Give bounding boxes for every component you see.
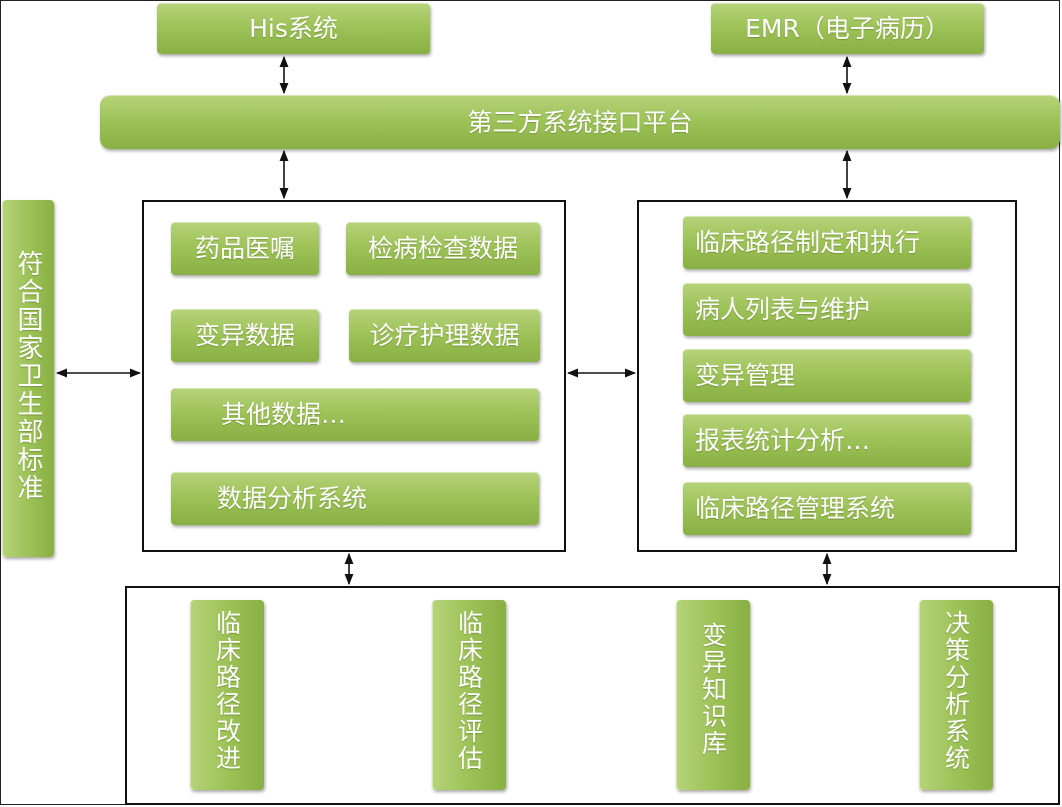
module-label: 临床路径改进 bbox=[212, 610, 242, 772]
pathway-item-label: 报表统计分析… bbox=[695, 426, 871, 455]
pathway-item-label: 病人列表与维护 bbox=[695, 295, 871, 324]
module-pathway-evaluation: 临床路径评估 bbox=[432, 600, 506, 790]
module-label: 变异知识库 bbox=[698, 622, 728, 757]
pathway-item-label: 临床路径制定和执行 bbox=[695, 228, 921, 257]
emr-system-label: EMR（电子病历） bbox=[745, 14, 950, 43]
bottom-modules-box bbox=[125, 586, 1060, 805]
pathway-item-report-stats: 报表统计分析… bbox=[683, 414, 971, 467]
module-label: 决策分析系统 bbox=[941, 610, 971, 772]
standard-compliance-label: 符合国家卫生部标准 bbox=[13, 250, 43, 502]
his-system-label: His系统 bbox=[249, 14, 338, 43]
data-item-treatment-nursing: 诊疗护理数据 bbox=[349, 309, 540, 362]
data-item-other: 其他数据… bbox=[171, 388, 539, 441]
interface-platform-node: 第三方系统接口平台 bbox=[100, 95, 1060, 149]
data-item-drug-orders: 药品医嘱 bbox=[171, 222, 319, 275]
pathway-item-patient-list: 病人列表与维护 bbox=[683, 283, 971, 336]
pathway-item-define-execute: 临床路径制定和执行 bbox=[683, 216, 971, 269]
data-analysis-title-label: 数据分析系统 bbox=[217, 484, 368, 513]
module-variance-knowledge: 变异知识库 bbox=[676, 600, 750, 790]
module-decision-analysis: 决策分析系统 bbox=[919, 600, 993, 790]
pathway-management-title: 临床路径管理系统 bbox=[683, 482, 971, 535]
module-label: 临床路径评估 bbox=[454, 610, 484, 772]
data-item-label: 诊疗护理数据 bbox=[369, 321, 520, 350]
data-item-label: 检病检查数据 bbox=[367, 234, 518, 263]
emr-system-node: EMR（电子病历） bbox=[711, 3, 984, 54]
his-system-node: His系统 bbox=[157, 3, 430, 54]
data-item-variance-data: 变异数据 bbox=[171, 309, 319, 362]
pathway-management-title-label: 临床路径管理系统 bbox=[695, 494, 896, 523]
data-item-label: 药品医嘱 bbox=[194, 234, 295, 263]
data-item-exam-data: 检病检查数据 bbox=[346, 222, 540, 275]
data-analysis-title: 数据分析系统 bbox=[171, 472, 539, 525]
data-item-label: 其他数据… bbox=[221, 400, 347, 429]
standard-compliance-node: 符合国家卫生部标准 bbox=[2, 200, 54, 557]
pathway-item-variance-mgmt: 变异管理 bbox=[683, 349, 971, 402]
module-pathway-improvement: 临床路径改进 bbox=[190, 600, 264, 790]
pathway-management-box bbox=[637, 200, 1017, 552]
pathway-item-label: 变异管理 bbox=[695, 361, 796, 390]
interface-platform-label: 第三方系统接口平台 bbox=[467, 107, 693, 137]
data-item-label: 变异数据 bbox=[194, 321, 295, 350]
data-analysis-box bbox=[142, 200, 566, 552]
